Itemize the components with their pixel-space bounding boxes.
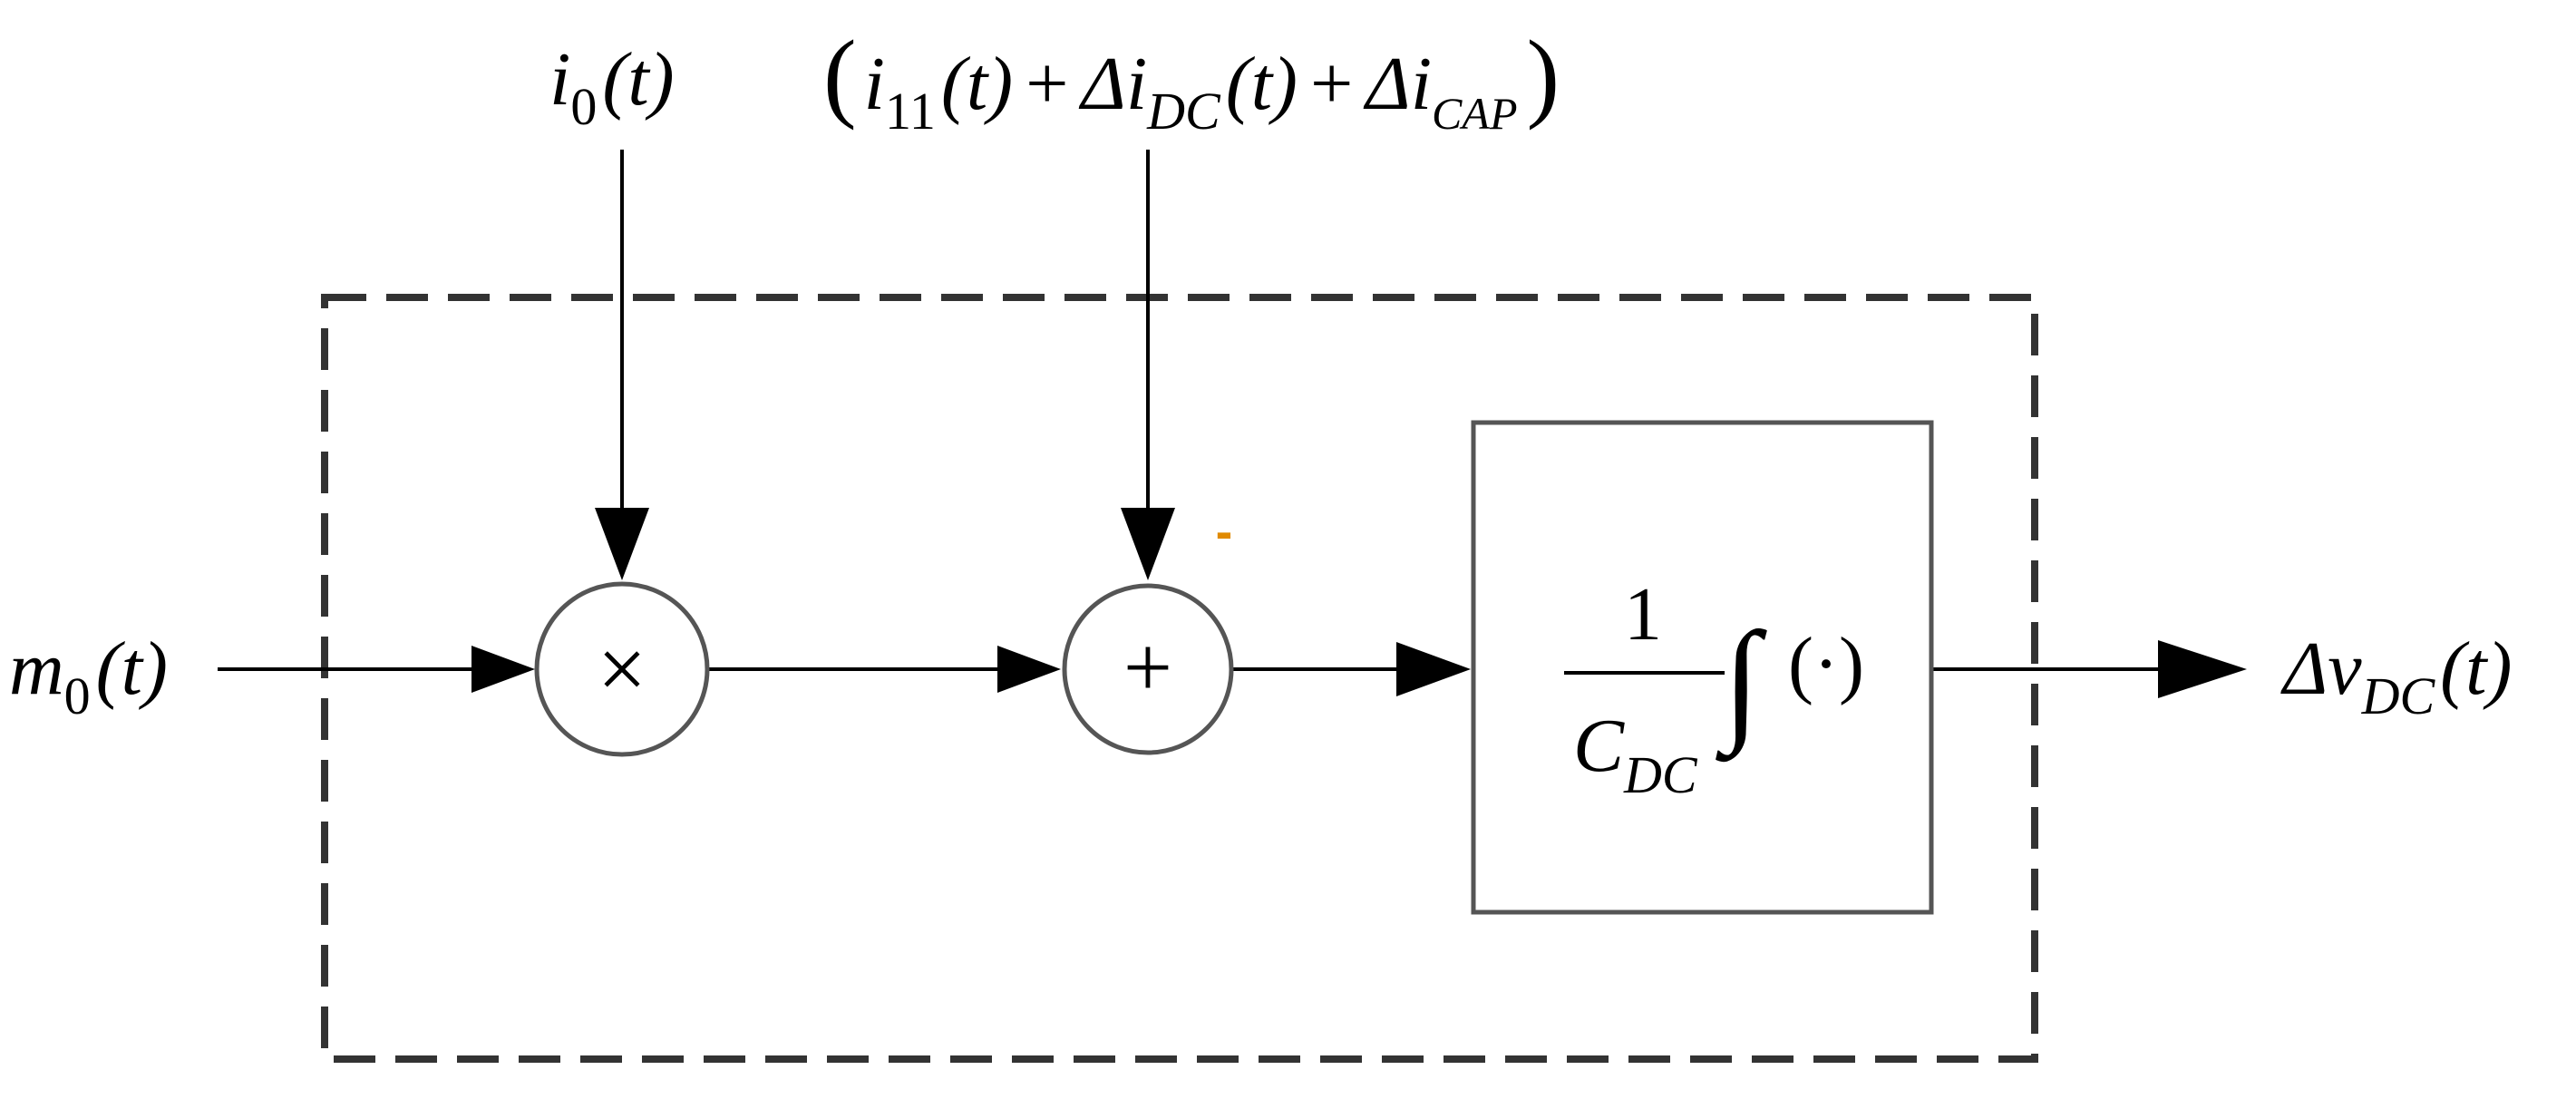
input-label-currents: (i11(t)+ΔiDC(t)+ΔiCAP) [823, 20, 1560, 141]
integrator-block [1471, 420, 1934, 915]
integrator-denominator-sub: DC [1623, 745, 1698, 804]
arrowhead-m0 [471, 646, 535, 693]
arrowhead-sum [1396, 642, 1471, 696]
arrowhead-i0 [595, 508, 649, 580]
integral-argument: (·) [1788, 622, 1864, 706]
summer-minus-sign: - [1216, 502, 1233, 559]
summer-symbol: + [1123, 618, 1172, 715]
input-label-i0: i0(t) [549, 37, 675, 136]
summer-block [1062, 583, 1234, 755]
input-label-m0: m0(t) [9, 627, 168, 725]
multiplier-block [534, 581, 710, 757]
multiplier-symbol: × [598, 620, 646, 717]
output-label: ΔvDC(t) [2280, 627, 2512, 725]
subsystem-boundary [321, 294, 2038, 1063]
integral-sign: ∫ [1716, 605, 1767, 763]
arrowhead-output [2158, 640, 2247, 698]
integrator-denominator: CDC [1573, 704, 1698, 804]
arrowhead-currents [1121, 508, 1175, 580]
integrator-numerator: 1 [1624, 572, 1662, 656]
arrowhead-product [997, 646, 1061, 693]
